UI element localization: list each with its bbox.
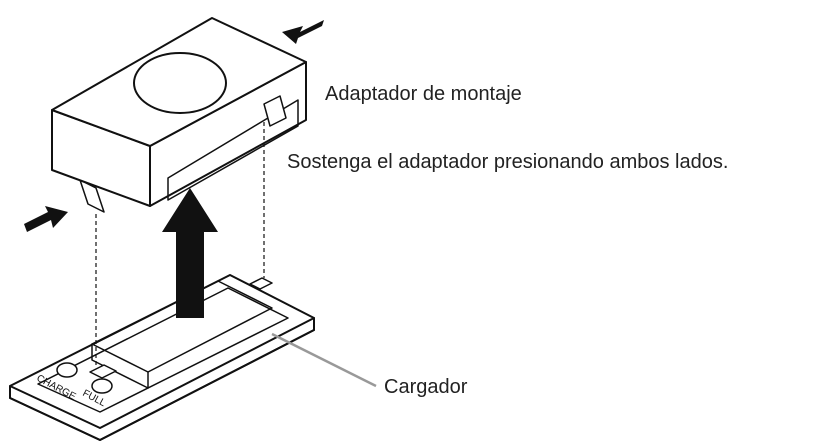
press-arrow-right <box>282 20 324 44</box>
alignment-guides <box>95 122 265 366</box>
mounting-adapter <box>51 17 307 213</box>
adapter-label: Adaptador de montaje <box>325 83 522 105</box>
lift-arrow <box>162 188 218 318</box>
instruction-text: Sostenga el adaptador presionando ambos … <box>287 151 729 173</box>
charger-base <box>9 274 315 441</box>
charger-leader-line <box>271 332 377 388</box>
press-arrow-left <box>24 206 68 232</box>
full-led <box>91 378 113 394</box>
charger-label: Cargador <box>384 376 468 398</box>
press-arrows <box>24 20 324 232</box>
adapter-window <box>133 52 227 114</box>
charge-led <box>56 362 78 378</box>
